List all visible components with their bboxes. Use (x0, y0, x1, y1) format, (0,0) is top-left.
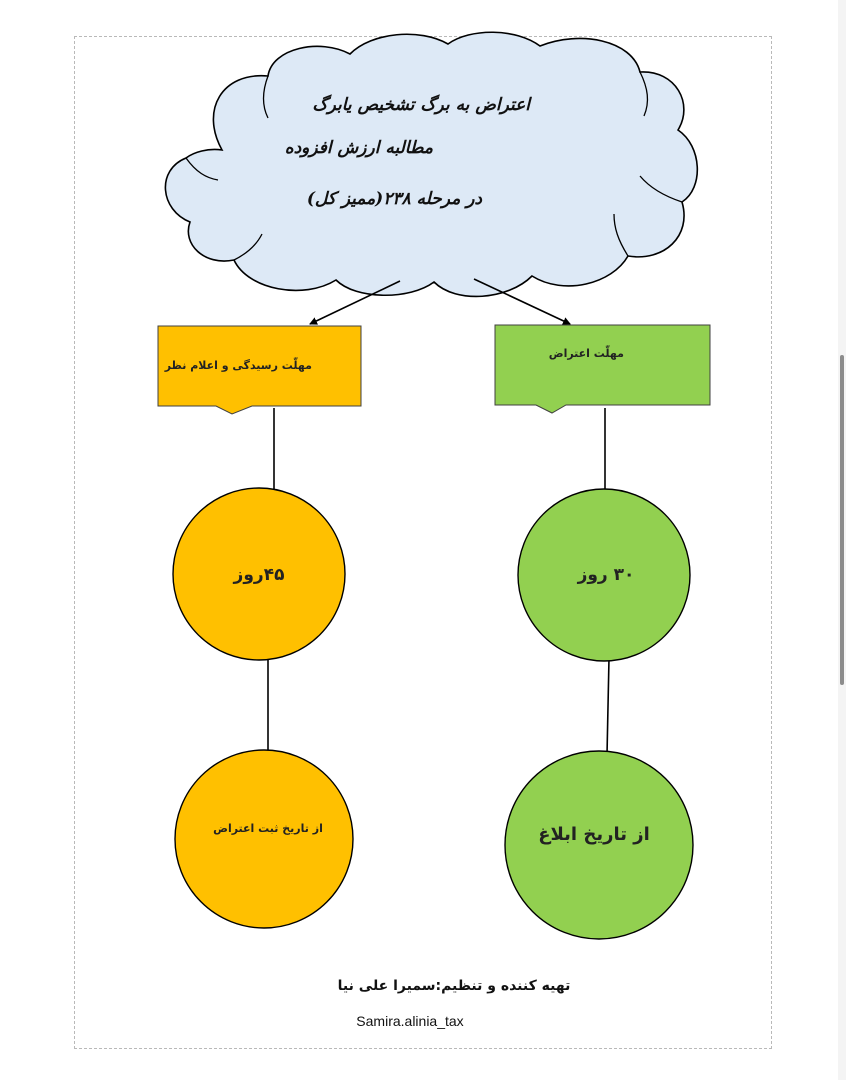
left-duration-circle: ۴۵روز (172, 487, 346, 661)
arrow-to-left-box (309, 280, 401, 325)
cloud-title-line-2: مطالبه ارزش افزوده (285, 138, 434, 158)
author-handle: Samira.alinia_tax (356, 1013, 463, 1029)
cloud-title-line-3: در مرحله ۲۳۸(ممیز کل) (307, 189, 483, 209)
author-credit: تهیه کننده و تنظیم:سمیرا علی نیا (338, 978, 571, 994)
left-box-label: مهلّت رسیدگی و اعلام نظر (164, 357, 312, 372)
cloud-inner-curve (639, 175, 683, 203)
right-duration-circle: ۳۰ روز (517, 488, 691, 662)
cloud-title-line-1: اعتراض به برگ تشخیص یابرگ (312, 94, 532, 115)
connector-right-circles (606, 657, 610, 756)
cloud-inner-curve (613, 213, 629, 257)
left-start-circle: از تاریخ ثبت اعتراض (174, 749, 354, 929)
right-start-circle: از تاریخ ابلاغ (504, 750, 694, 940)
left-deadline-box: مهلّت رسیدگی و اعلام نظر (157, 325, 362, 415)
scrollbar-thumb[interactable] (840, 355, 844, 685)
right-box-label: مهلّت اعتراض (549, 345, 624, 360)
right-start-label: از تاریخ ابلاغ (538, 824, 650, 845)
cloud-inner-curve (262, 75, 269, 119)
right-deadline-box: مهلّت اعتراض (494, 324, 711, 414)
cloud-inner-curve (185, 157, 219, 181)
cloud-inner-curve (233, 233, 263, 261)
left-duration-label: ۴۵روز (233, 565, 285, 585)
cloud-shape (164, 31, 699, 298)
title-cloud: اعتراض به برگ تشخیص یابرگ مطالبه ارزش اف… (164, 31, 699, 298)
right-duration-label: ۳۰ روز (577, 565, 635, 585)
cloud-inner-curve (639, 71, 649, 117)
left-start-label: از تاریخ ثبت اعتراض (213, 822, 323, 835)
arrow-to-right-box (473, 278, 571, 325)
